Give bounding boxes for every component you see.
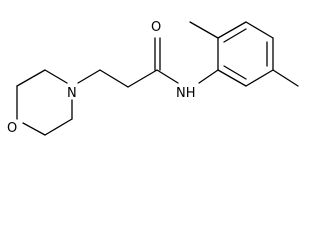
bond-nh-aryl: [198, 69, 219, 84]
amide-nh-label: NH: [176, 86, 196, 101]
carbonyl-oxygen-label: O: [151, 20, 161, 35]
bond-ar3-ar4: [245, 21, 274, 39]
bond-ch2a-ch2b: [99, 69, 129, 88]
bond-c2-n: [44, 69, 68, 84]
ring-oxygen-label: O: [7, 121, 17, 136]
bond-ch2b-carbonyl: [127, 69, 158, 88]
bond-ar6-ar1: [217, 69, 247, 87]
morpholine-ring: [16, 69, 73, 136]
propanoyl-chain: [77, 37, 179, 88]
bond-n-ch2a: [77, 69, 101, 84]
bond-top-methyl: [189, 21, 219, 39]
bond-c3-c4: [44, 118, 73, 136]
dimethylphenyl-ring: [189, 21, 299, 87]
bond-ar2-ar3: [217, 21, 247, 39]
ring-nitrogen-label: N: [67, 86, 77, 101]
bond-bottom-methyl: [272, 69, 299, 87]
molecule-drawing: O N O NH: [7, 20, 299, 136]
bond-c1-c2: [16, 69, 46, 87]
bond-inner-ar2-ar3: [223, 28, 247, 43]
bond-ar5-ar6: [245, 69, 274, 87]
structure-canvas: O N O NH: [7, 20, 299, 136]
bond-c4-o: [22, 122, 46, 136]
bond-carbonyl-nh: [156, 69, 179, 84]
bond-inner-ar6-ar1: [223, 65, 247, 80]
